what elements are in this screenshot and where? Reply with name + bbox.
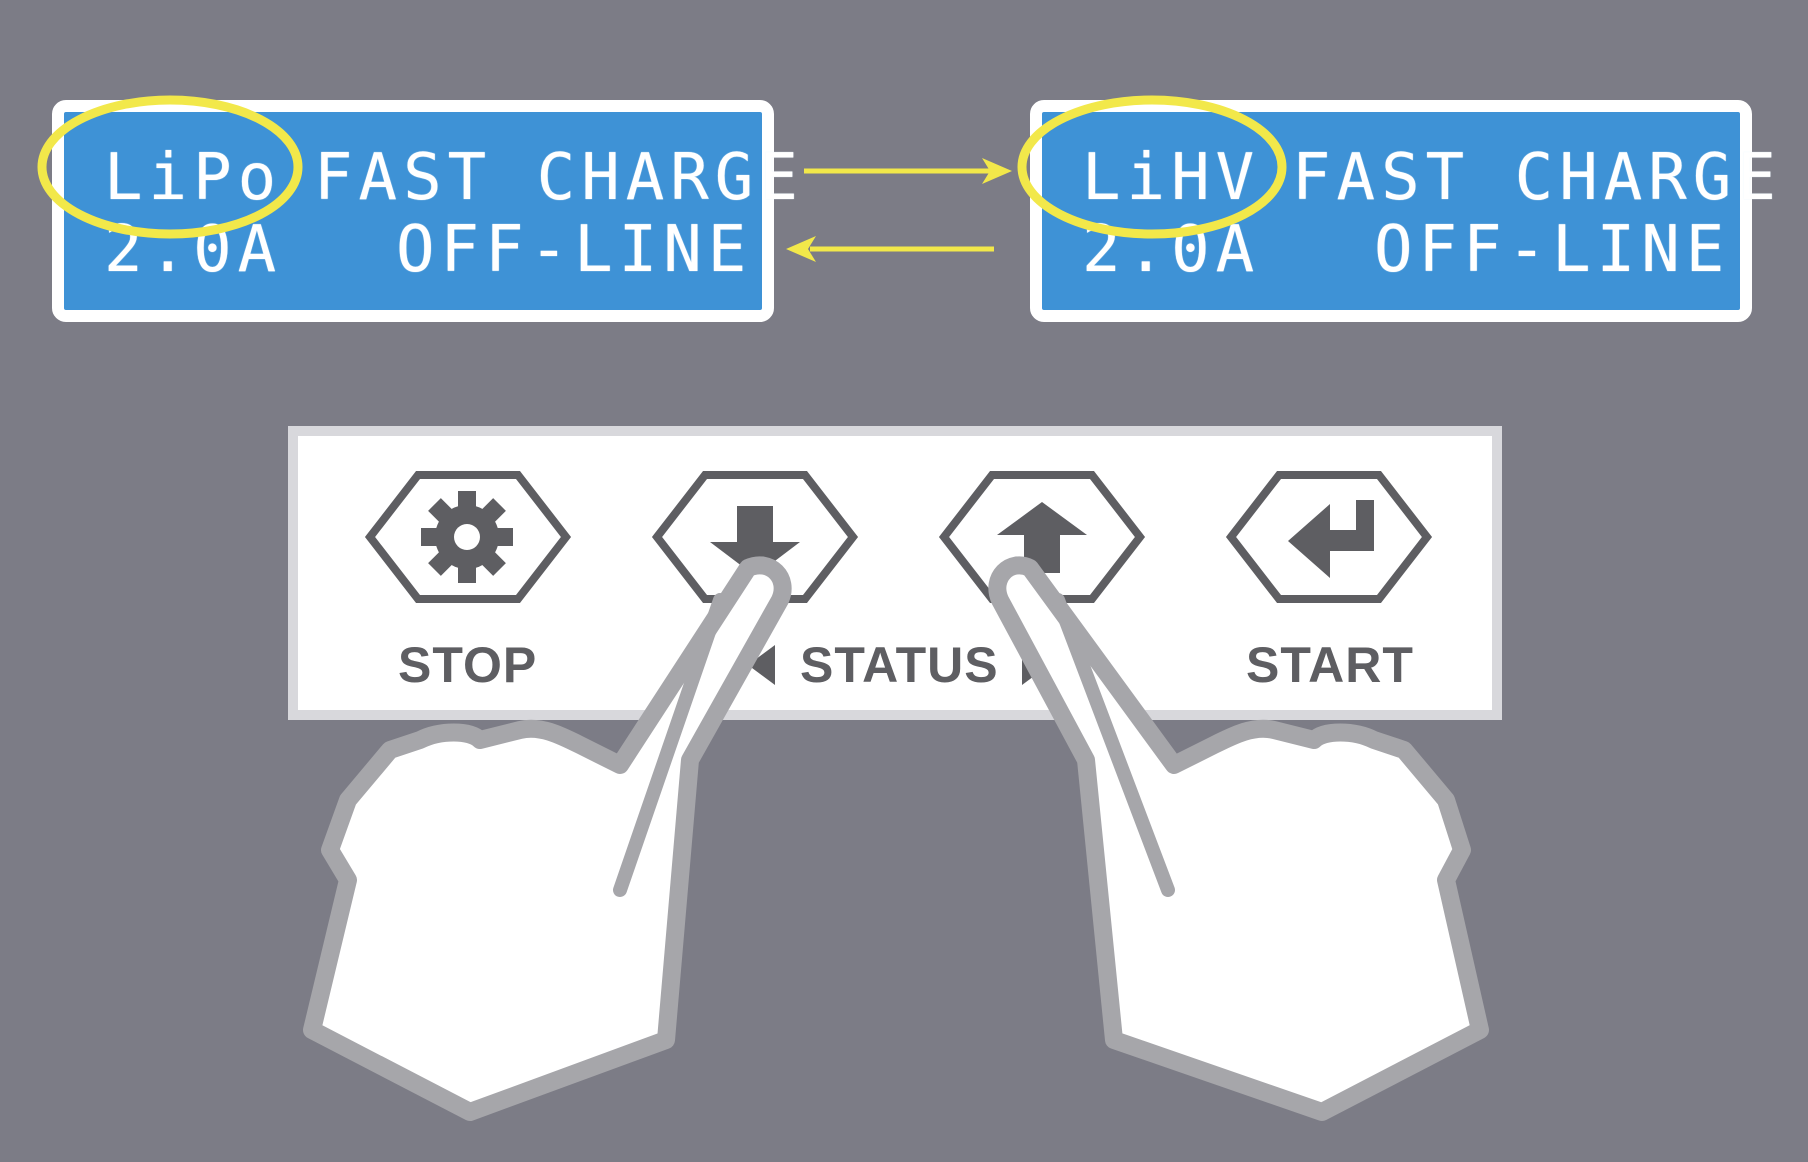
status-label: STATUS [800, 637, 999, 693]
lcd-screen-lipo: LiPo FAST CHARGE 2.0A OFF-LINE [52, 100, 798, 322]
highlight-ellipse-left [37, 95, 303, 239]
lcd-mode: FAST CHARGE [314, 141, 804, 215]
arrow-right-icon [804, 158, 1012, 184]
start-button[interactable] [1225, 471, 1433, 603]
stop-label: STOP [398, 637, 538, 693]
left-hand-icon [303, 556, 792, 1121]
gear-icon [421, 491, 513, 583]
lcd-chemistry: LiHV [1082, 141, 1261, 215]
arrow-left-icon [786, 236, 994, 262]
lcd-status: OFF-LINE [396, 213, 753, 287]
lcd-status: OFF-LINE [1374, 213, 1731, 287]
highlight-ellipse-right [1017, 95, 1287, 239]
up-button[interactable] [938, 471, 1146, 603]
lcd-chemistry: LiPo [104, 141, 283, 215]
lcd-mode: FAST CHARGE [1292, 141, 1782, 215]
status-left-arrow-icon [748, 645, 775, 685]
stop-button[interactable] [364, 471, 572, 603]
enter-icon [1288, 500, 1374, 578]
right-hand-icon [988, 556, 1489, 1121]
start-label: START [1246, 637, 1414, 693]
